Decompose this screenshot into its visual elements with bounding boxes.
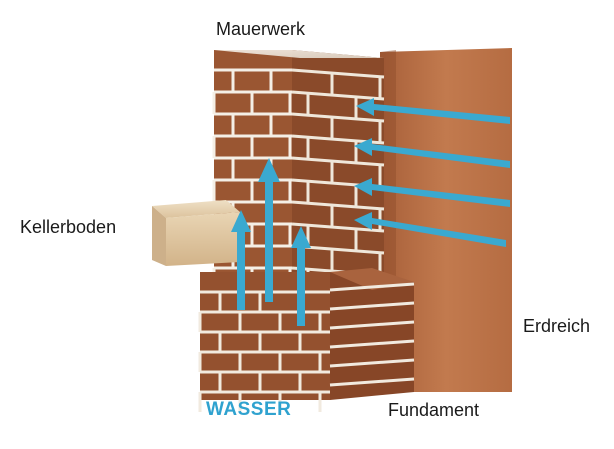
mortar-joint <box>291 68 385 79</box>
mortar-joint <box>291 90 385 101</box>
arrow-icon <box>356 98 510 124</box>
arrow-icon <box>354 212 506 247</box>
mortar-joint <box>291 200 385 211</box>
label-mauerwerk: Mauerwerk <box>216 19 306 39</box>
arrow-icon <box>258 158 280 302</box>
arrow-icon <box>354 138 510 168</box>
wall-top-cap <box>214 50 384 58</box>
foundation-block <box>198 268 415 412</box>
water-arrows-horizontal <box>354 98 510 247</box>
mortar-joint <box>329 358 415 368</box>
label-wasser: WASSER <box>206 399 292 420</box>
mortar-joint <box>329 377 415 387</box>
mortar-joint <box>329 301 415 311</box>
mortar-joint <box>291 222 385 233</box>
mortar-joint <box>329 320 415 330</box>
water-arrows-vertical <box>231 158 311 326</box>
mortar-joint <box>329 282 415 292</box>
label-kellerboden: Kellerboden <box>20 217 117 237</box>
mortar-joint <box>291 156 385 167</box>
mortar-joint <box>329 339 415 349</box>
arrow-icon <box>354 178 510 207</box>
label-fundament: Fundament <box>388 400 480 420</box>
label-erdreich: Erdreich <box>523 316 591 336</box>
mortar-joint <box>291 112 385 123</box>
arrow-icon <box>291 226 311 326</box>
floor-slab <box>152 200 240 266</box>
arrow-icon <box>231 210 251 310</box>
